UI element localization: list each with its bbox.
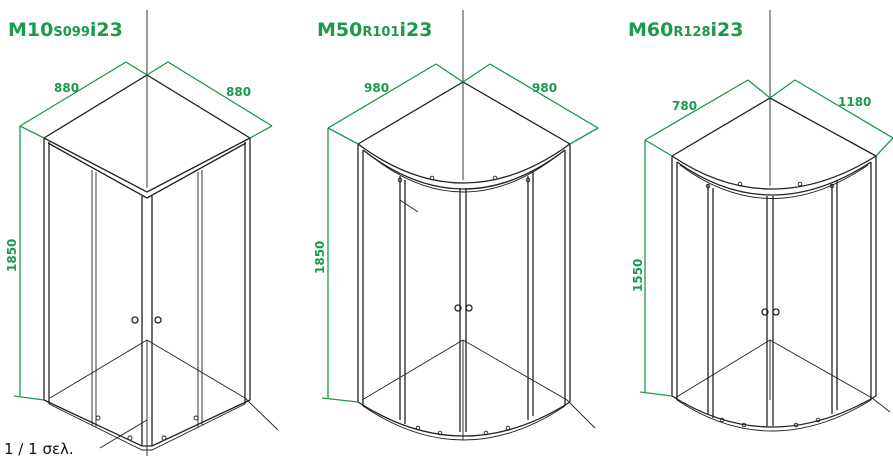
product-m50-quadrant: M50R101i23 [313,10,599,441]
height-label-2: 1850 [313,241,327,274]
product-m60-offset-quadrant: M60R128i23 [628,10,893,432]
width-right-label-3: 1180 [838,95,871,109]
width-left-label-3: 780 [672,99,697,113]
width-left-label-1: 880 [54,81,79,95]
model-title-1: M10S099i23 [8,19,123,41]
model-title-2: M50R101i23 [317,19,432,41]
width-right-label-1: 880 [226,85,251,99]
model-title-3: M60R128i23 [628,19,743,41]
width-left-label-2: 980 [364,81,389,95]
width-right-label-2: 980 [532,81,557,95]
page-counter: 1 / 1 σελ. [4,440,74,458]
height-label-1: 1850 [5,239,19,272]
height-label-3: 1550 [631,259,645,292]
product-m10-square: M10S099i23 [5,10,279,456]
